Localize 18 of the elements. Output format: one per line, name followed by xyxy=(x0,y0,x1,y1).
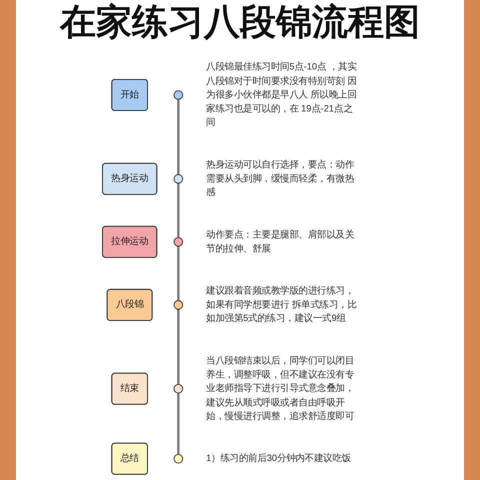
description-text: 当八段锦结束以后，同学们可以闭目养生，调整呼吸，但不建议在没有专业老师指导下进行引导式意念叠加，建议先从顺式呼吸或者自由呼吸开始，慢慢进行调整，追求舒适度即可 xyxy=(206,355,354,422)
description-text: 动作要点：主要是腿部、肩部以及关节的拉伸、舒展 xyxy=(206,229,354,254)
connector xyxy=(177,99,180,175)
description-text: 建议跟着音频或教学版的进行练习，如果有同学想要进行 拆单式练习，比如加强第5式的练习，建议一式9组 xyxy=(206,285,357,324)
node-circle xyxy=(174,300,184,310)
node-circle xyxy=(174,384,184,394)
connector xyxy=(177,183,180,238)
node-circle xyxy=(174,237,184,247)
description-text: 八段锦最佳练习时间5点-10点 ，其实八段锦对于时间要求没有特别苛刻 因为很多小伙伴都是早八人 所以晚上回家练习也是可以的，在 19点-21点之间 xyxy=(206,62,357,128)
connector xyxy=(177,309,180,384)
description-text: 热身运动可以自行选择，要点：动作需要从头到脚，缓慢而轻柔，有微热感 xyxy=(206,159,354,198)
node-circle xyxy=(174,454,184,464)
node-circle xyxy=(174,174,184,184)
node-circle xyxy=(174,90,184,100)
description-text: 1）练习的前后30分钟内不建议吃饭 xyxy=(206,453,351,464)
title: 在家练习八段锦流程图 xyxy=(60,0,420,44)
connector xyxy=(177,246,180,301)
connector xyxy=(177,393,180,454)
